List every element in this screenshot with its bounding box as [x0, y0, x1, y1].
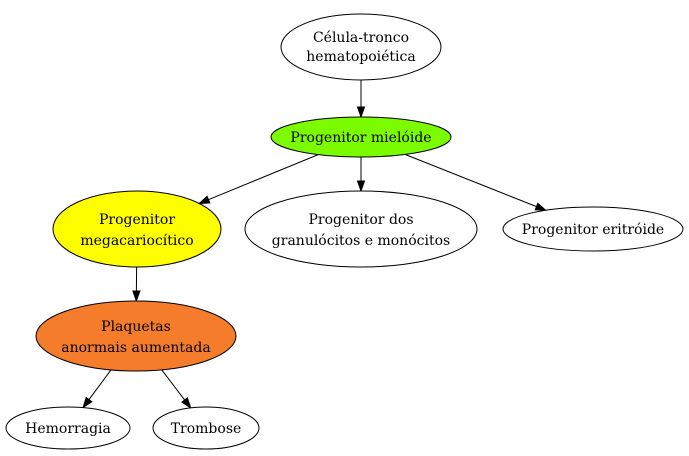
edge-myeloid-to-megakaryocytic [208, 154, 319, 201]
arrowhead-myeloid-to-erythroid [534, 202, 548, 211]
node-thrombosis-label: Trombose [171, 421, 242, 437]
node-granulocyte-monocyte-label-1: Progenitor dos [308, 212, 413, 228]
arrowhead-megakaryocytic-to-platelets [132, 290, 141, 303]
node-hsc: Célula-tronco hematopoiética [280, 13, 442, 81]
node-granulocyte-monocyte-shape [244, 190, 478, 268]
node-hsc-label-2: hematopoiética [306, 49, 415, 65]
node-hsc-label-1: Célula-tronco [313, 30, 409, 46]
edge-platelets-to-thrombosis [161, 369, 185, 401]
arrowhead-platelets-to-hemorrhage [82, 396, 93, 409]
edges-layer [82, 80, 548, 410]
node-myeloid-label: Progenitor mielóide [290, 130, 431, 146]
node-megakaryocytic-label-2: megacariocítico [80, 233, 193, 249]
node-hemorrhage-shape [5, 406, 131, 450]
edge-myeloid-to-erythroid [404, 153, 537, 208]
node-platelets-shape [35, 300, 237, 372]
node-erythroid-shape [502, 206, 684, 252]
node-thrombosis-shape [152, 406, 260, 450]
node-megakaryocytic-shape [52, 190, 222, 268]
node-hemorrhage-label: Hemorragia [25, 421, 111, 437]
node-granulocyte-monocyte-label-2: granulócitos e monócitos [272, 233, 450, 249]
node-thrombosis: Trombose [152, 406, 260, 450]
node-platelets-label-1: Plaquetas [101, 319, 171, 335]
node-hsc-shape [280, 13, 442, 81]
node-granulocyte-monocyte: Progenitor dos granulócitos e monócitos [244, 190, 478, 268]
arrowhead-myeloid-to-megakaryocytic [197, 195, 211, 205]
node-erythroid: Progenitor eritróide [502, 206, 684, 252]
node-megakaryocytic: Progenitor megacariocítico [52, 190, 222, 268]
arrowhead-platelets-to-thrombosis [181, 396, 192, 410]
node-platelets-label-2: anormais aumentada [61, 340, 210, 356]
node-megakaryocytic-label-1: Progenitor [99, 212, 175, 228]
node-platelets: Plaquetas anormais aumentada [35, 300, 237, 372]
arrowhead-hsc-to-myeloid [356, 106, 366, 119]
node-myeloid-shape [270, 116, 452, 158]
node-erythroid-label: Progenitor eritróide [522, 222, 664, 238]
node-hemorrhage: Hemorragia [5, 406, 131, 450]
arrowhead-myeloid-to-granulocyte_monocyte [356, 180, 366, 193]
node-myeloid: Progenitor mielóide [270, 116, 452, 158]
edge-platelets-to-hemorrhage [88, 369, 112, 400]
